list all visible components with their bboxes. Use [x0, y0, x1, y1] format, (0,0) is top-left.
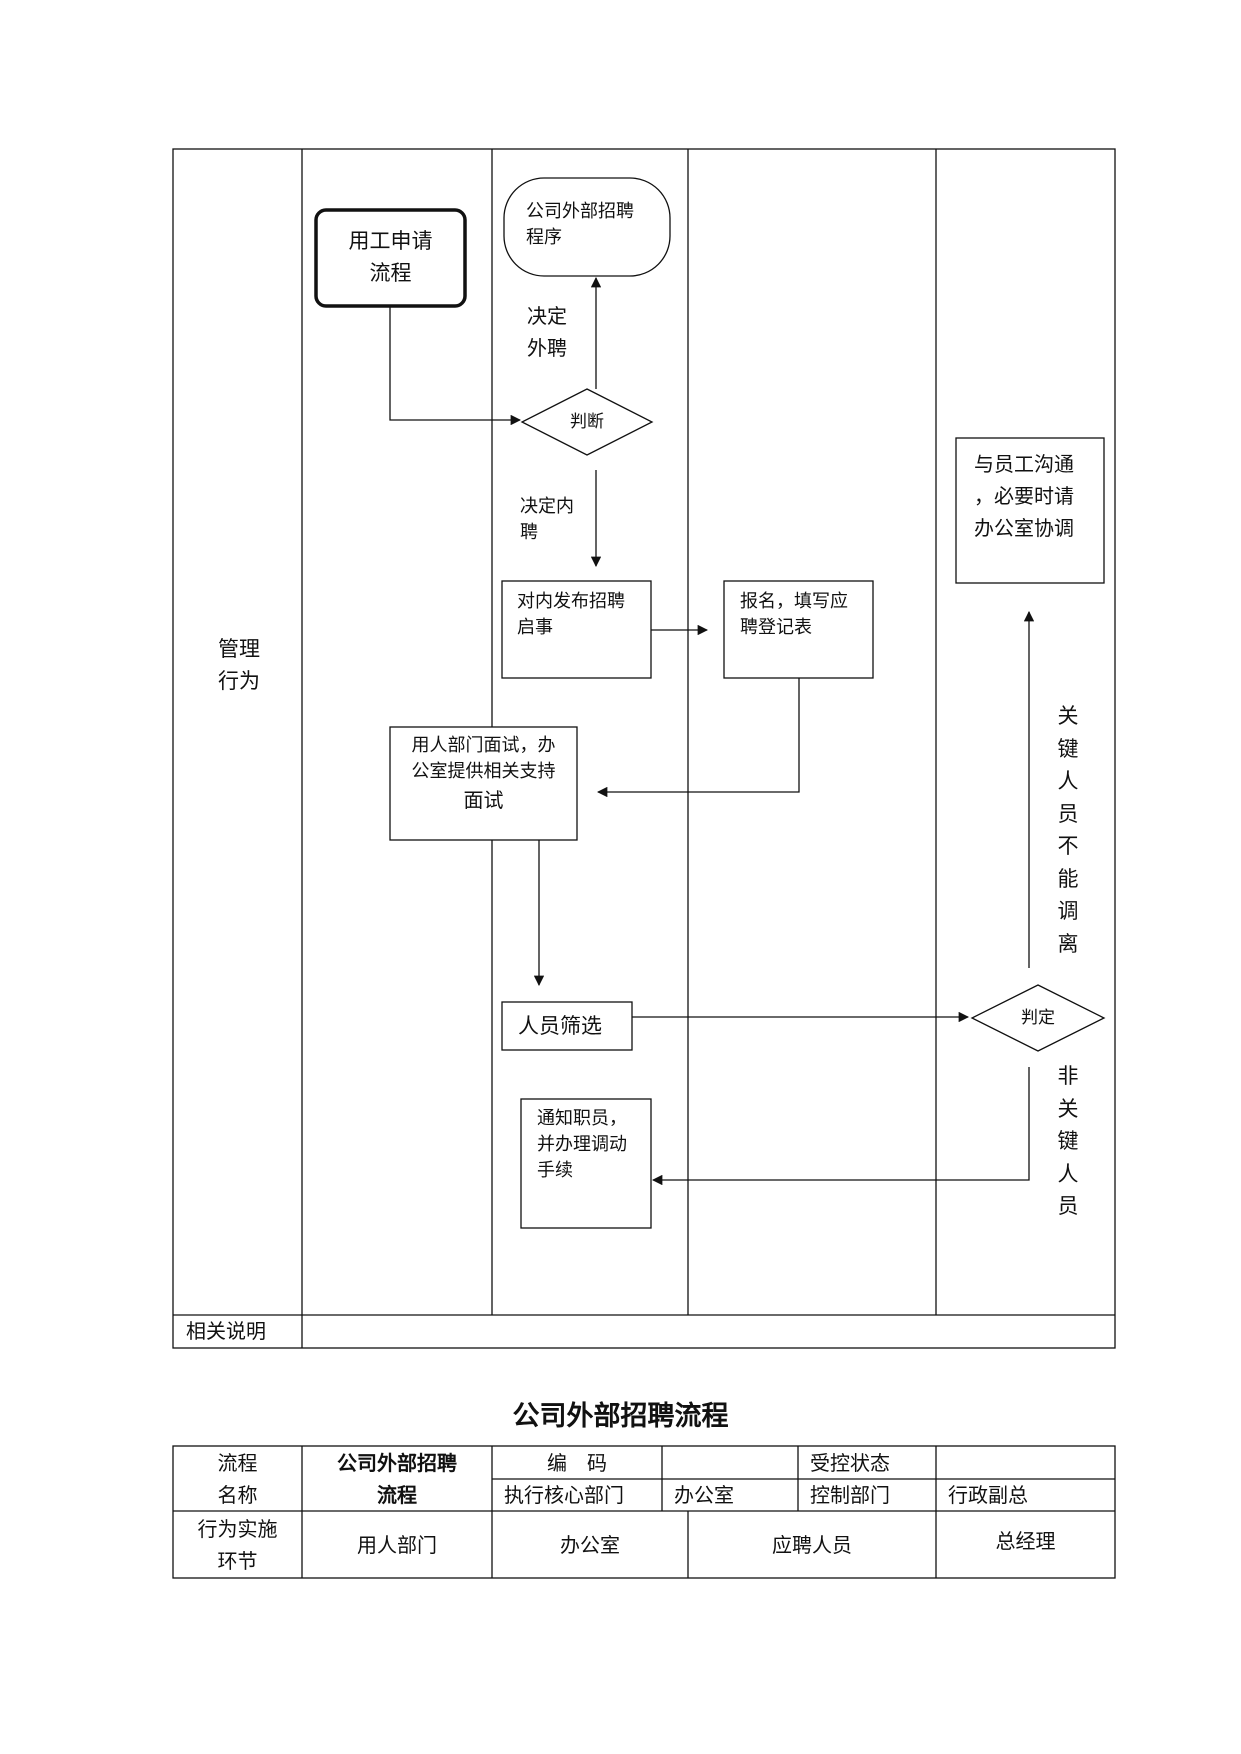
stage-user-dept: 用人部门 — [357, 1532, 437, 1557]
lane-label: 管理 行为 — [218, 637, 260, 693]
edge-label-internal: 决定内 聘 — [520, 496, 574, 543]
arrow-register-to-interview — [596, 678, 800, 798]
notes-label: 相关说明 — [186, 1319, 266, 1343]
edge-label-external: 决定 外聘 — [527, 304, 567, 360]
stages-label: 行为实施 环节 — [197, 1516, 278, 1573]
process-name-label: 流程 名称 — [217, 1450, 258, 1507]
arrow-start-to-decision — [389, 307, 522, 426]
start-process-node — [314, 208, 467, 308]
arrow-judge-to-notify — [651, 1067, 1030, 1186]
judge-label: 判定 — [1021, 1008, 1055, 1028]
screening-label: 人员筛选 — [518, 1014, 602, 1038]
decision-label: 判断 — [570, 412, 604, 432]
decision-diamond — [520, 388, 654, 456]
exec-dept-value: 办公室 — [674, 1483, 734, 1507]
page-title: 公司外部招聘流程 — [512, 1401, 729, 1432]
register-node — [723, 580, 874, 679]
control-dept-label: 控制部门 — [810, 1483, 890, 1507]
internal-post-label: 对内发布招聘 启事 — [517, 591, 625, 638]
screening-node — [501, 1001, 633, 1051]
start-process-label: 用工申请 流程 — [348, 229, 433, 285]
communicate-node — [955, 437, 1105, 584]
register-label: 报名，填写应 聘登记表 — [740, 591, 848, 638]
control-dept-value: 行政副总 — [948, 1483, 1028, 1507]
info-table-grid — [172, 1445, 1116, 1579]
communicate-label: 与员工沟通 ，必要时请 办公室协调 — [974, 452, 1074, 540]
interview-label-line2: 面试 — [463, 788, 504, 812]
external-program-label: 公司外部招聘 程序 — [526, 201, 634, 248]
interview-node — [389, 726, 578, 841]
notify-node — [520, 1098, 652, 1229]
notify-label: 通知职员， 并办理调动 手续 — [537, 1108, 627, 1181]
control-status-label: 受控状态 — [810, 1450, 890, 1475]
stage-applicants: 应聘人员 — [772, 1532, 852, 1557]
external-program-node — [503, 177, 671, 277]
code-label: 编 码 — [547, 1450, 607, 1475]
judge-diamond — [970, 984, 1106, 1052]
exec-dept-label: 执行核心部门 — [504, 1483, 624, 1507]
code-value — [662, 1446, 798, 1479]
internal-post-node — [501, 580, 652, 679]
edge-label-non-key-staff: 非 关 键 人 员 — [1057, 1064, 1079, 1218]
stage-general-manager: 总经理 — [995, 1529, 1056, 1553]
process-name-value: 公司外部招聘 流程 — [337, 1450, 457, 1507]
interview-label-line1: 用人部门面试，办 公室提供相关支持 — [411, 735, 556, 782]
edge-label-key-staff: 关 键 人 员 不 能 调 离 — [1057, 704, 1079, 956]
stage-office: 办公室 — [560, 1532, 620, 1557]
control-status-value — [936, 1446, 1115, 1479]
swimlane-grid — [172, 148, 1116, 1349]
